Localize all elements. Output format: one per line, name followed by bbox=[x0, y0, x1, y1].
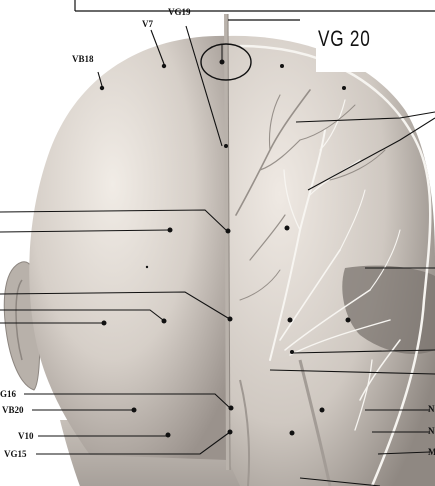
vg19-label: VG19 bbox=[168, 8, 191, 17]
vb20-label: VB20 bbox=[2, 406, 24, 415]
vg15-label: VG15 bbox=[4, 450, 27, 459]
right-label-1: N bbox=[428, 405, 435, 414]
right-label-2: N bbox=[428, 427, 435, 436]
right-label-3: M bbox=[428, 448, 435, 457]
v10-label: V10 bbox=[18, 432, 34, 441]
g16-label: G16 bbox=[0, 390, 16, 399]
vg20-label: VG 20 bbox=[318, 26, 371, 52]
skull-right bbox=[228, 36, 435, 486]
skull-left bbox=[29, 36, 228, 460]
v7-label: V7 bbox=[142, 20, 153, 29]
vb18-label: VB18 bbox=[72, 55, 94, 64]
